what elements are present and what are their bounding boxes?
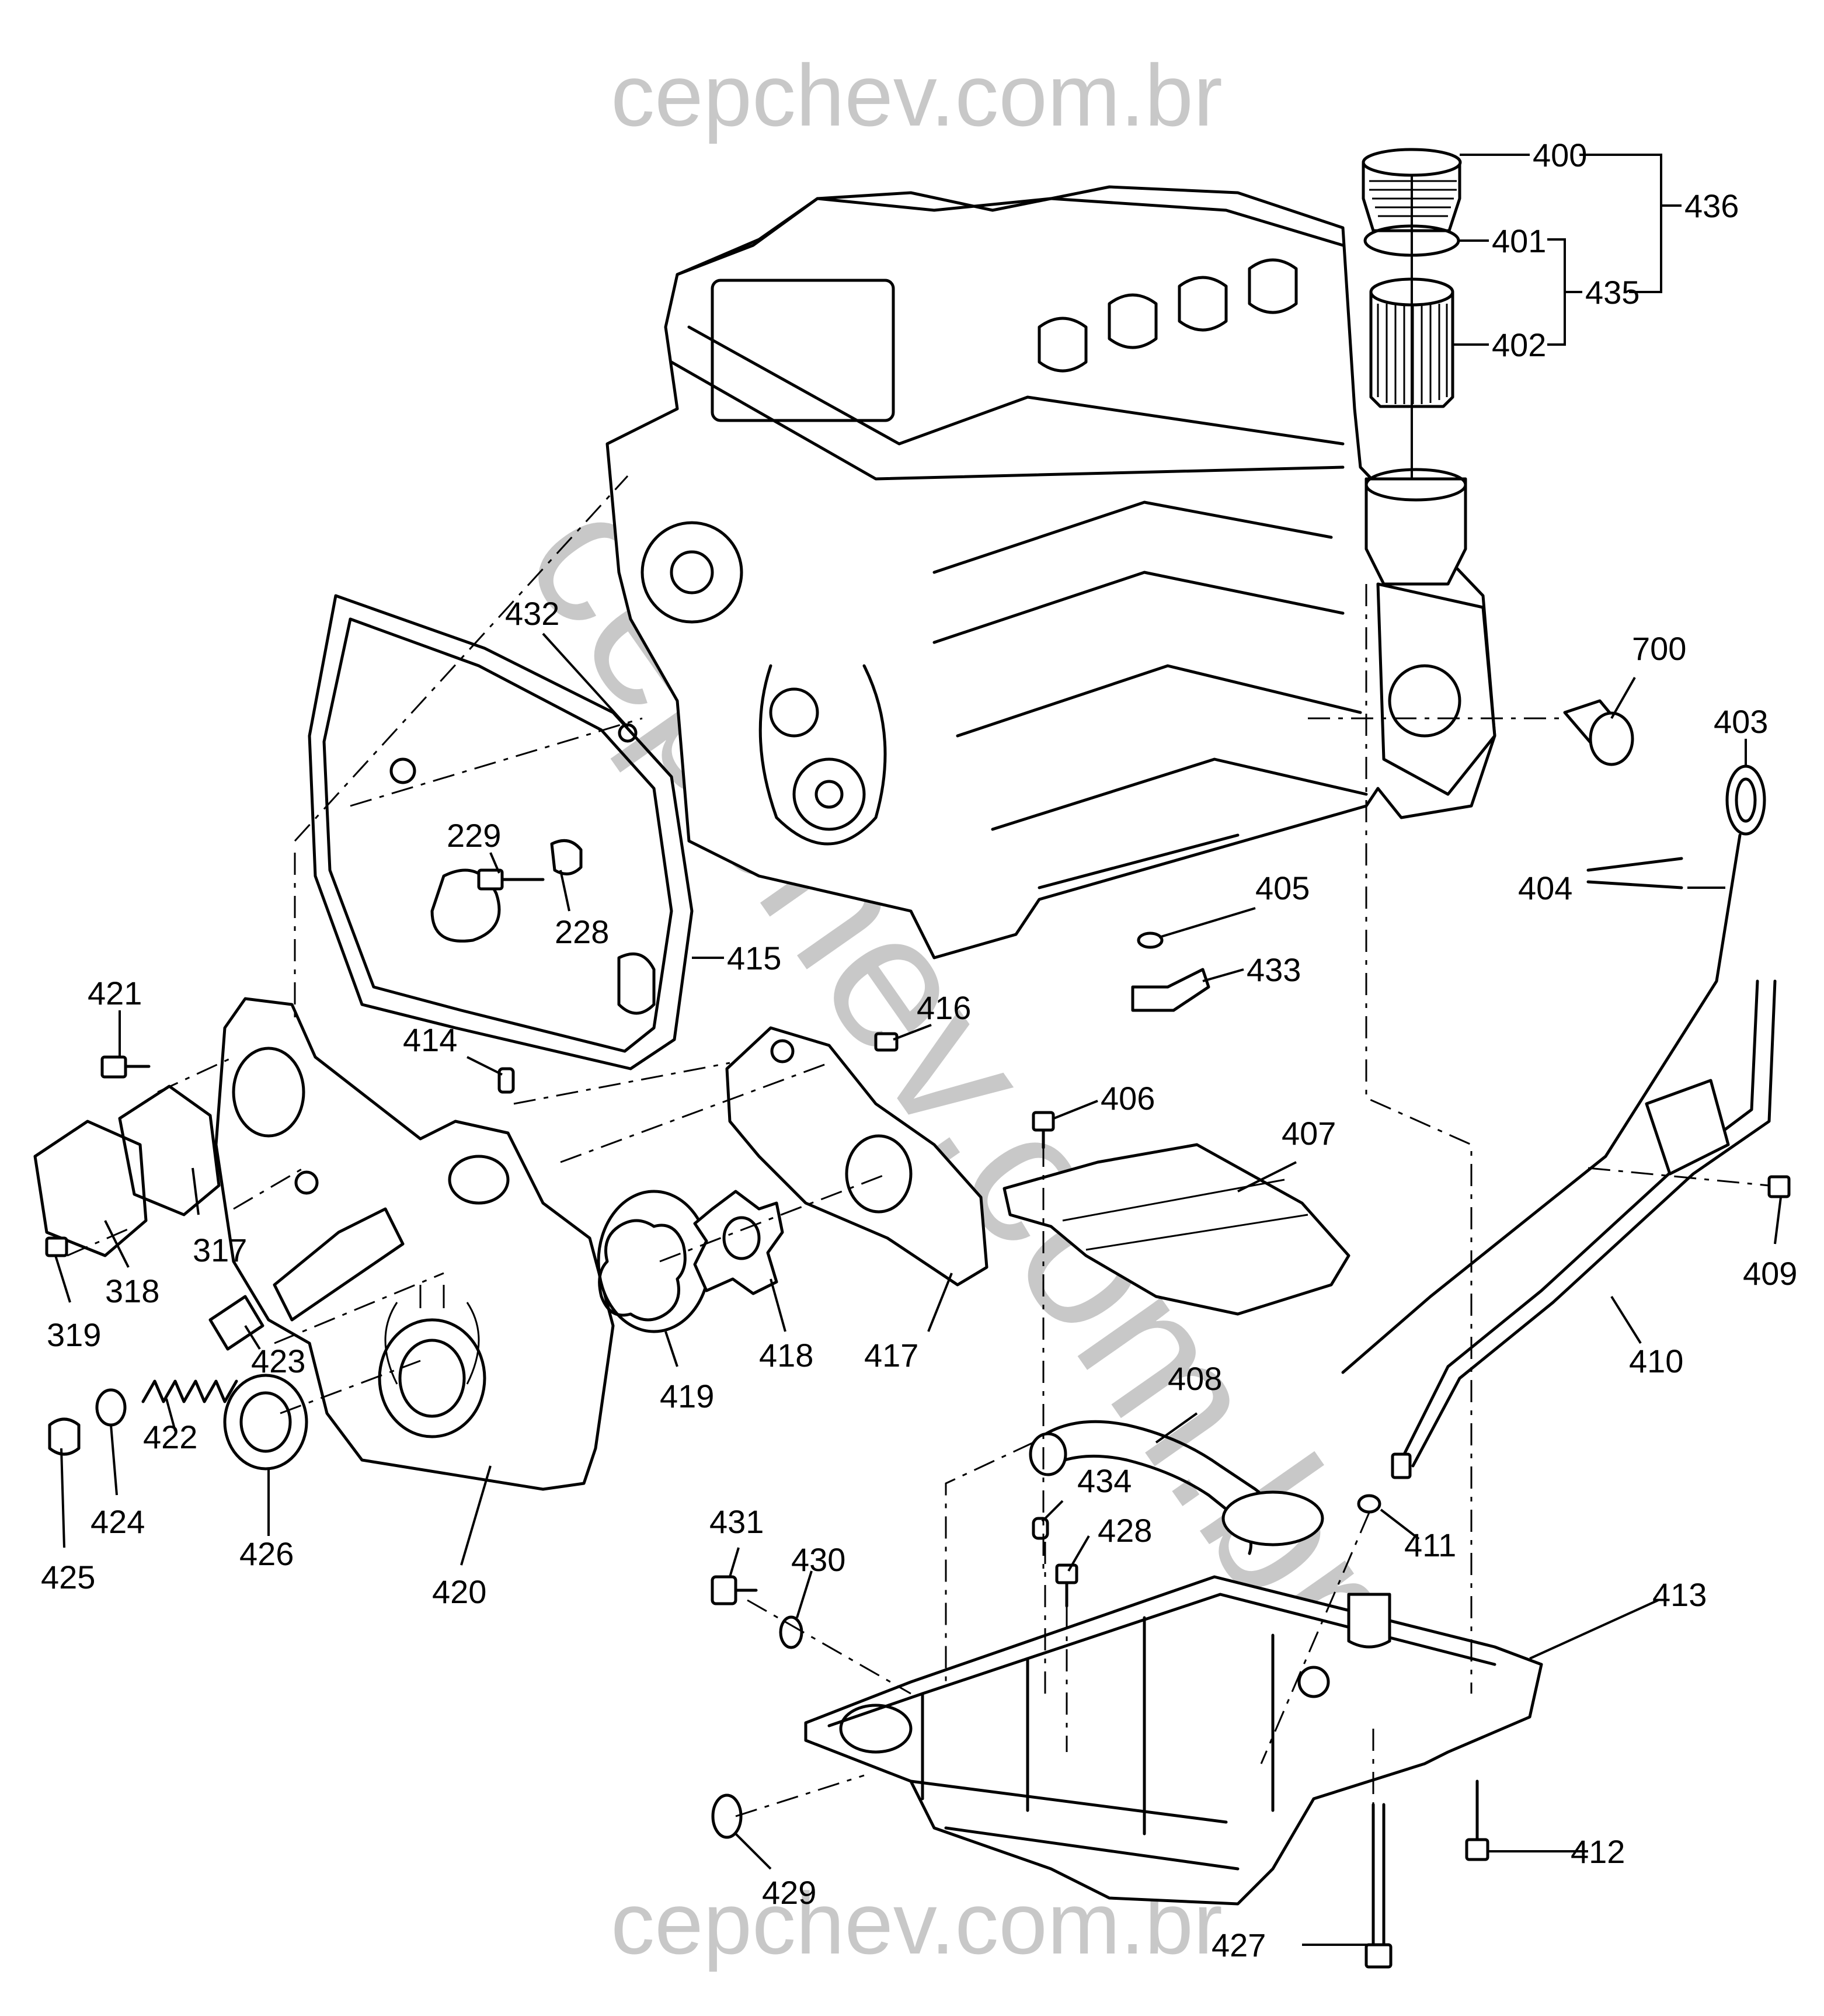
bolt-416 — [874, 1032, 899, 1052]
callout-404: 404 — [1518, 870, 1572, 906]
seal-429 — [711, 1793, 743, 1839]
callout-419: 419 — [660, 1378, 714, 1414]
callout-425: 425 — [41, 1559, 95, 1596]
bolt-409 — [1767, 1175, 1791, 1198]
bolt-428 — [1055, 1563, 1078, 1608]
pin-414 — [497, 1067, 515, 1094]
callout-427: 427 — [1212, 1927, 1266, 1963]
callout-417: 417 — [864, 1337, 918, 1374]
callout-416: 416 — [917, 989, 971, 1026]
callout-411: 411 — [1404, 1527, 1456, 1563]
callout-317: 317 — [193, 1232, 247, 1268]
clip-404 — [1586, 857, 1683, 889]
dowel-432 — [618, 723, 638, 743]
callout-229: 229 — [447, 817, 501, 854]
plug-425 — [48, 1417, 81, 1456]
callout-430: 430 — [791, 1541, 845, 1578]
callout-700: 700 — [1632, 630, 1686, 667]
callout-400: 400 — [1533, 137, 1587, 173]
bolt-229 — [477, 868, 545, 891]
callout-402: 402 — [1492, 326, 1546, 363]
washer-430 — [779, 1615, 803, 1649]
oil-pan-413 — [804, 1575, 1543, 1906]
callout-431: 431 — [709, 1503, 764, 1540]
spring-422 — [141, 1379, 238, 1403]
bolt-319 — [45, 1236, 68, 1257]
oil-pump-rotor-outer-419 — [597, 1190, 711, 1333]
dipstick-403 — [1341, 764, 1766, 1374]
watermark-top: cepchev.com.br — [611, 46, 1223, 144]
callout-422: 422 — [143, 1419, 197, 1455]
callout-421: 421 — [88, 975, 142, 1012]
callout-414: 414 — [403, 1021, 457, 1058]
cover-plate-318 — [33, 1120, 148, 1257]
bolt-406 — [1032, 1111, 1055, 1149]
callout-319: 319 — [47, 1316, 101, 1353]
callout-426: 426 — [239, 1535, 294, 1572]
engine-block — [605, 185, 1496, 960]
oil-pump-body-417 — [725, 1026, 988, 1287]
dowel-434 — [1032, 1517, 1049, 1540]
callout-435: 435 — [1585, 274, 1639, 311]
seal-411 — [1357, 1494, 1381, 1514]
assembly-centerlines — [67, 475, 1770, 1817]
callout-434: 434 — [1077, 1462, 1132, 1499]
fitting-700 — [1563, 699, 1634, 766]
callout-420: 420 — [432, 1573, 486, 1610]
bolt-427 — [1364, 1803, 1393, 1969]
valve-423 — [208, 1295, 264, 1351]
callout-412: 412 — [1571, 1833, 1625, 1870]
washer-424 — [95, 1388, 127, 1427]
callout-401: 401 — [1492, 223, 1546, 259]
callout-413: 413 — [1652, 1576, 1707, 1613]
callout-409: 409 — [1743, 1255, 1797, 1292]
callout-405: 405 — [1255, 870, 1310, 906]
callout-403: 403 — [1714, 703, 1768, 740]
bolt-421 — [100, 1055, 151, 1079]
dipstick-tube-410 — [1391, 979, 1777, 1479]
callout-423: 423 — [251, 1343, 305, 1379]
callout-429: 429 — [762, 1874, 816, 1911]
oil-pickup-408 — [1029, 1420, 1324, 1555]
callout-labels: 400 401 402 435 436 700 403 404 405 433 … — [41, 137, 1797, 1963]
front-seal-426 — [223, 1374, 308, 1471]
bolt-412 — [1465, 1779, 1489, 1861]
sensor-228 — [550, 839, 583, 875]
callout-428: 428 — [1098, 1512, 1152, 1549]
front-cover-gasket-415 — [308, 594, 694, 1070]
engine-front-cover-420 — [214, 997, 615, 1491]
callout-408: 408 — [1168, 1360, 1222, 1397]
callout-410: 410 — [1629, 1343, 1683, 1379]
callout-406: 406 — [1101, 1080, 1155, 1117]
oil-deflector-407 — [1002, 1143, 1350, 1316]
callout-424: 424 — [90, 1503, 145, 1540]
callout-415: 415 — [727, 940, 781, 976]
callout-432: 432 — [505, 595, 559, 632]
callout-407: 407 — [1282, 1115, 1336, 1152]
drain-plug-431 — [711, 1575, 758, 1605]
callout-318: 318 — [105, 1273, 159, 1309]
callout-418: 418 — [759, 1337, 813, 1374]
callout-436: 436 — [1684, 187, 1739, 224]
oil-level-sensor-433 — [1131, 968, 1210, 1012]
callout-433: 433 — [1247, 951, 1301, 988]
leader-lines — [54, 154, 1782, 1946]
callout-228: 228 — [555, 913, 609, 950]
seal-405 — [1137, 931, 1164, 949]
